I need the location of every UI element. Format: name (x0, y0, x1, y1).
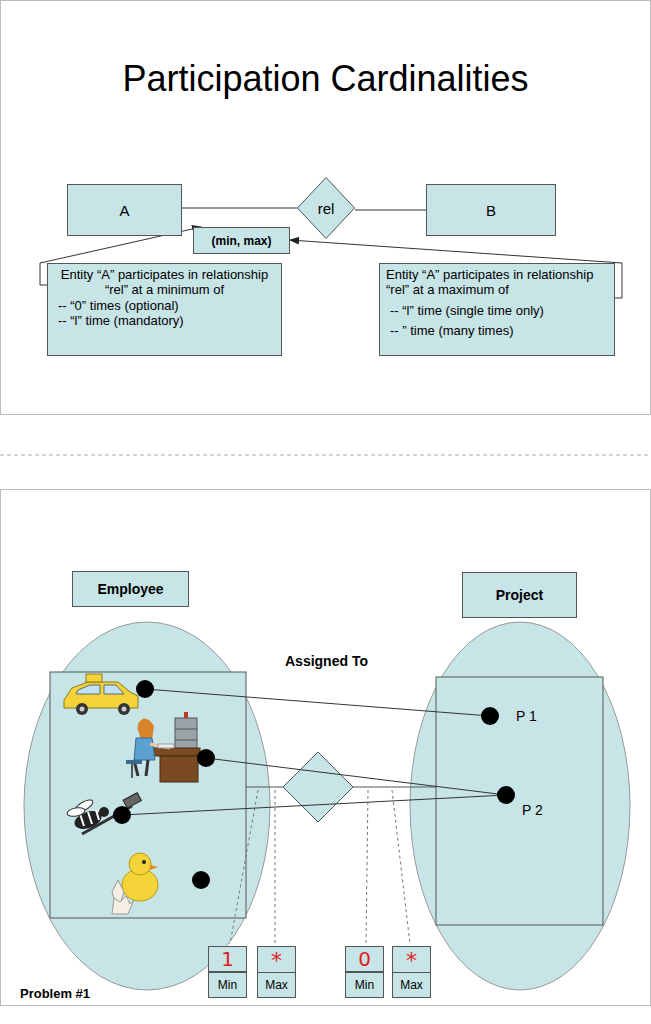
node-text: Min (218, 978, 237, 992)
node-text: -- “l” time (single time only) (386, 304, 608, 319)
dashed-leader (230, 790, 410, 944)
node-text: -- ” time (many times) (386, 324, 608, 339)
node-text: Project (496, 587, 543, 603)
rel-line (246, 787, 283, 788)
cardinality-box: (min, max) (193, 227, 290, 254)
office-worker-icon (126, 712, 200, 782)
set-ellipse (410, 622, 630, 990)
entity-dot (113, 680, 515, 889)
node-text: 1 (221, 949, 234, 969)
relationship-line (355, 210, 426, 211)
separator (0, 455, 651, 456)
node-text: * (271, 950, 282, 972)
rel-line (353, 787, 436, 788)
set-rect (50, 672, 246, 918)
cardinality-cell: 1 (208, 946, 247, 972)
cardinality-cell: 0 (345, 946, 384, 972)
cardinality-cell: Max (392, 972, 431, 998)
node-text: B (486, 202, 496, 219)
slide-title: Participation Cardinalities (0, 58, 651, 100)
node-text: (min, max) (211, 234, 271, 248)
cardinality-cell: Max (257, 972, 296, 998)
chick-icon (112, 853, 158, 914)
relationship-diamond (283, 752, 353, 822)
relationship-line (182, 208, 297, 209)
node-text: Entity “A” participates in relationship … (386, 268, 608, 297)
node-text: rel (318, 200, 335, 217)
hornet-icon (66, 793, 141, 834)
node-text: * (406, 950, 417, 972)
problem-label: Problem #1 (20, 986, 90, 1001)
node-text: Min (355, 978, 374, 992)
relationship-diamond: rel (297, 177, 355, 239)
callout-box: Entity “A” participates in relationship … (379, 263, 615, 356)
callout-box: Entity “A” participates in relationship … (47, 263, 282, 356)
entity-box: A (67, 184, 182, 236)
cardinality-cell: Min (345, 972, 384, 998)
relationship-label: Assigned To (285, 653, 368, 669)
node-text: Max (400, 978, 423, 992)
node-text: A (119, 202, 129, 219)
diamond-shape (298, 178, 355, 239)
node-text: Employee (97, 581, 163, 597)
node-text: Max (265, 978, 288, 992)
set-ellipse (24, 622, 270, 990)
cardinality-cell: Min (208, 972, 247, 998)
slide-frame (1, 490, 651, 1006)
slide-frame (1, 1, 651, 415)
entity-label: P 1 (516, 708, 537, 724)
taxi-icon (64, 674, 138, 715)
node-text: -- “l” time (mandatory) (54, 314, 275, 329)
node-text: 0 (358, 949, 371, 969)
node-text: Entity “A” participates in relationship … (54, 268, 275, 297)
entity-box: Project (462, 572, 577, 618)
membership-line (122, 689, 506, 815)
entity-label: P 2 (522, 802, 543, 818)
entity-box: Employee (72, 571, 189, 607)
entity-box: B (426, 184, 556, 236)
node-text: -- “0” times (optional) (54, 299, 275, 314)
